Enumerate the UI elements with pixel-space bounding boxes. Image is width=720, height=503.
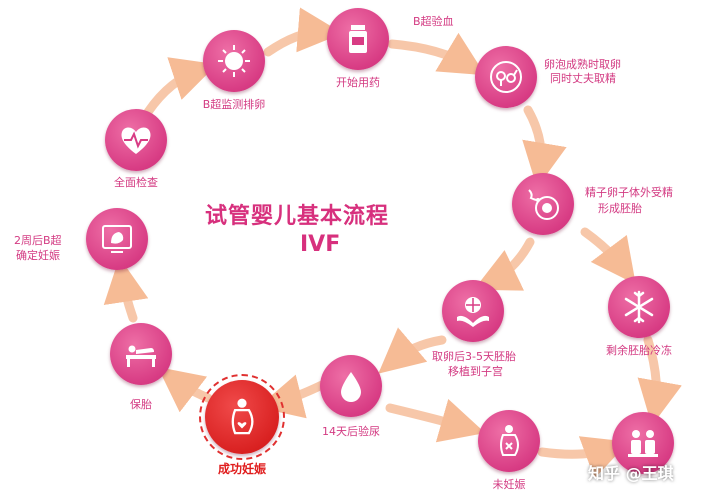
arrow-notpreg-to-next bbox=[537, 436, 629, 479]
pregnant-woman-icon bbox=[231, 398, 254, 435]
arrow-monitor-to-med bbox=[263, 7, 343, 57]
not-pregnant-node bbox=[478, 410, 540, 472]
not-pregnant-label: 未妊娠 bbox=[492, 478, 526, 491]
embryo-transfer-node bbox=[442, 280, 504, 342]
pregnancy-care-node bbox=[110, 323, 172, 385]
bed-rest-icon bbox=[126, 345, 156, 367]
start-medication-label: 开始用药 bbox=[336, 76, 380, 89]
sperm-egg-icon bbox=[528, 189, 559, 220]
arrow-transfer-to-urine bbox=[378, 327, 447, 374]
pregnancy-care-label: 保胎 bbox=[130, 398, 152, 411]
diagram-title: 试管婴儿基本流程 bbox=[205, 204, 390, 229]
arrow-ivf-to-transfer bbox=[473, 237, 535, 291]
arrow-success-to-care bbox=[157, 367, 213, 413]
arrow-care-to-confirm bbox=[103, 257, 149, 323]
ivf-fertilization-label-2: 形成胚胎 bbox=[598, 202, 642, 215]
embryo-freezing-label: 剩余胚胎冷冻 bbox=[606, 344, 672, 357]
start-medication-node bbox=[327, 8, 389, 70]
hands-embryo-icon bbox=[457, 297, 489, 327]
ultrasound-ovulation-node bbox=[203, 30, 265, 92]
arrow-ivf-to-freeze bbox=[580, 227, 636, 285]
confirm-pregnancy-label-2: 确定妊娠 bbox=[16, 249, 60, 262]
woman-x-icon bbox=[500, 425, 519, 456]
urine-test-label: 14天后验尿 bbox=[322, 425, 380, 438]
arrow-retrieval-to-ivf bbox=[522, 105, 567, 188]
ultrasound-ovulation-label: B超监测排卵 bbox=[202, 98, 266, 111]
arrow-exam-to-monitor bbox=[143, 57, 218, 117]
snowflake-icon bbox=[624, 290, 654, 324]
embryo-transfer-label-1: 取卵后3-5天胚胎 bbox=[432, 350, 516, 363]
drop-icon bbox=[341, 372, 361, 402]
success-pregnancy-node bbox=[199, 374, 285, 460]
ivf-fertilization-node bbox=[512, 173, 574, 235]
arrow-urine-to-notpreg bbox=[385, 398, 486, 443]
embryo-transfer-label-2: 移植到子宫 bbox=[448, 365, 503, 378]
ultrasound-screen-icon bbox=[102, 225, 132, 253]
ultrasound-blood-label: B超验血 bbox=[413, 15, 454, 28]
confirm-pregnancy-node bbox=[86, 208, 148, 270]
arrow-urine-to-success bbox=[257, 374, 327, 419]
next-transfer-node bbox=[612, 412, 674, 474]
embryo-freezing-node bbox=[608, 276, 670, 338]
success-pregnancy-label: 成功妊娠 bbox=[217, 462, 267, 476]
heart-pulse-icon bbox=[121, 127, 151, 154]
gender-symbols-icon bbox=[490, 61, 522, 93]
medicine-bottle-icon bbox=[349, 25, 367, 53]
full-exam-node bbox=[105, 109, 167, 171]
watermark: 知乎 @王琪 bbox=[588, 464, 674, 483]
doctors-icon bbox=[628, 430, 658, 457]
ovary-sun-icon bbox=[218, 45, 250, 77]
egg-retrieval-label-1: 卵泡成熟时取卵 bbox=[544, 58, 621, 71]
egg-retrieval-node bbox=[475, 46, 537, 108]
ivf-fertilization-label-1: 精子卵子体外受精 bbox=[585, 186, 673, 199]
egg-retrieval-label-2: 同时丈夫取精 bbox=[550, 72, 616, 85]
diagram-subtitle: IVF bbox=[300, 232, 341, 257]
full-exam-label: 全面检查 bbox=[114, 176, 158, 189]
confirm-pregnancy-label-1: 2周后B超 bbox=[14, 234, 62, 247]
next-transfer-label: 下次移植 bbox=[618, 478, 662, 491]
arrow-freeze-to-next bbox=[637, 335, 682, 426]
urine-test-node bbox=[320, 355, 382, 417]
arrow-med-to-retrieval bbox=[387, 32, 486, 76]
